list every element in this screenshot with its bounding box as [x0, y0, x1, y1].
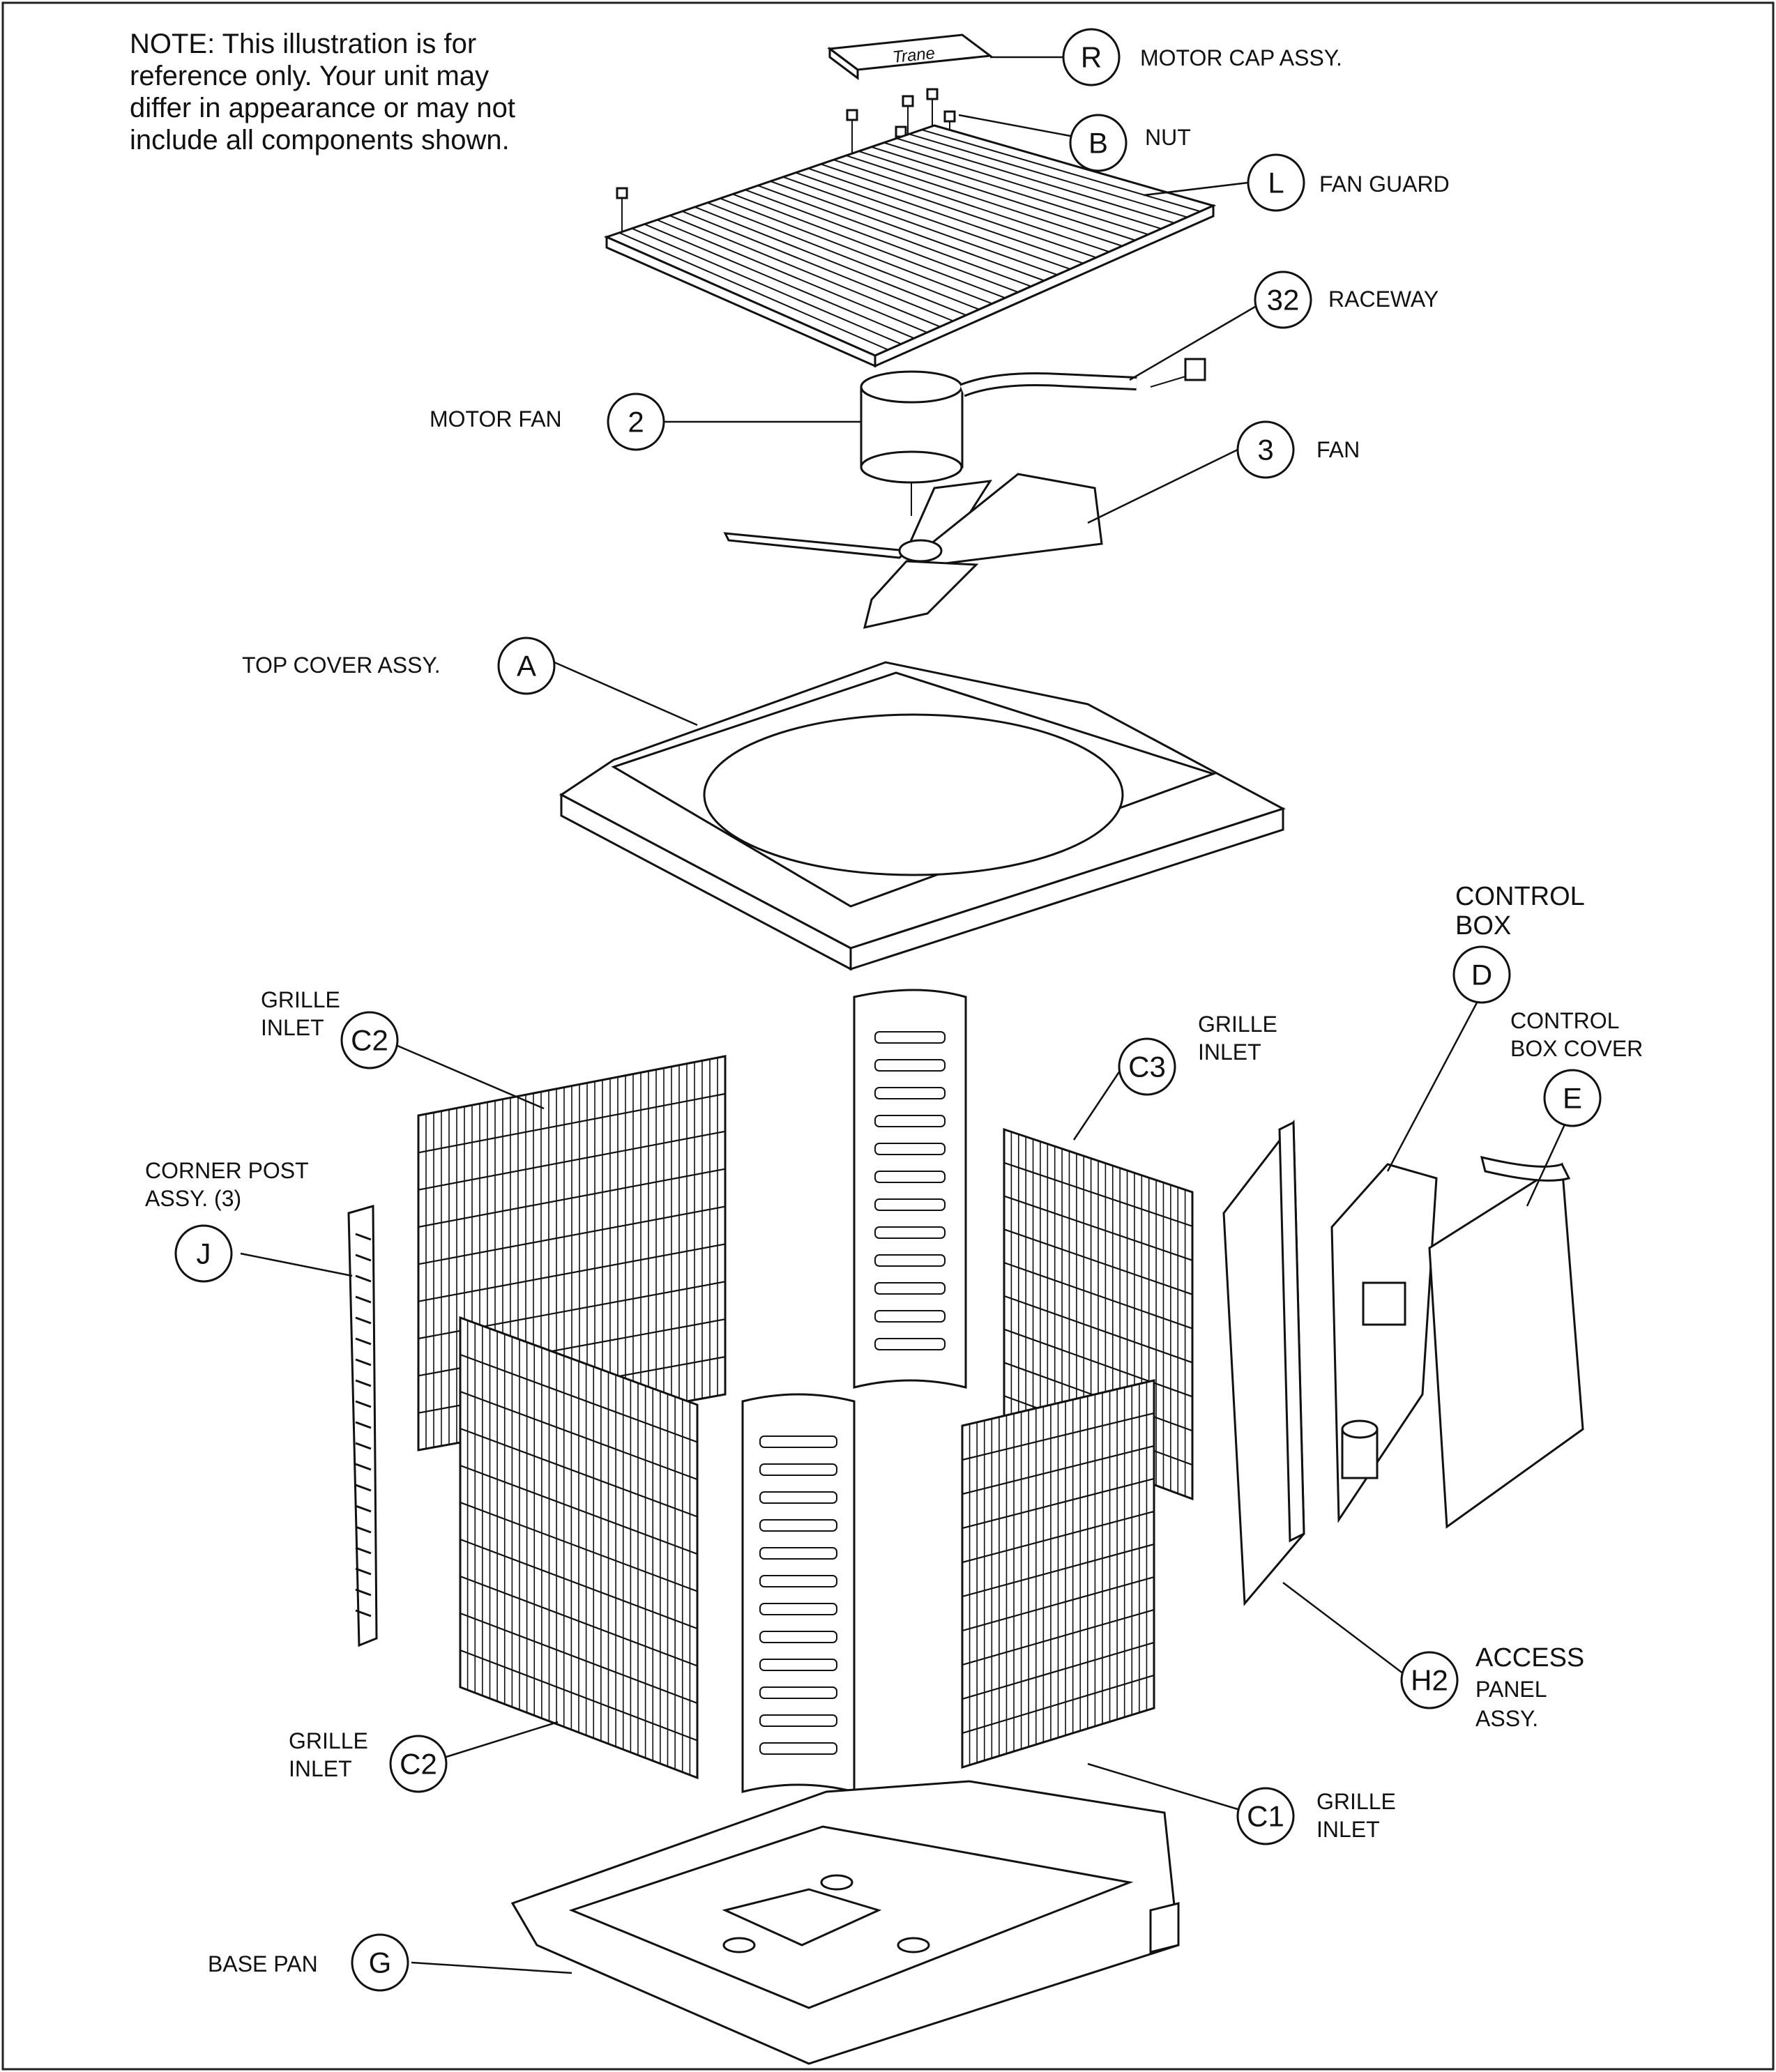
- callout-G-id: G: [369, 1947, 392, 1979]
- callout-H2-id: H2: [1411, 1664, 1448, 1697]
- callout-3-label: FAN: [1316, 437, 1360, 462]
- control-box-drawing: [1330, 1163, 1438, 1523]
- top-cover-drawing: [559, 661, 1286, 971]
- callout-32: 32 RACEWAY: [1254, 271, 1439, 329]
- callout-L-id: L: [1268, 167, 1284, 199]
- callout-B-id: B: [1088, 127, 1108, 160]
- fan-blade-drawing: [723, 473, 1103, 629]
- callout-B: B NUT: [1069, 114, 1191, 172]
- motor-cap-brand: Trane: [892, 44, 936, 67]
- callout-C2-lower-id: C2: [400, 1748, 437, 1781]
- access-panel-drawing: [1222, 1119, 1305, 1606]
- callout-B-label: NUT: [1145, 125, 1191, 150]
- callout-3: 3 FAN: [1236, 420, 1360, 479]
- callout-L-label: FAN GUARD: [1319, 172, 1450, 197]
- motor-cap-drawing: Trane: [827, 33, 993, 80]
- callout-3-id: 3: [1257, 434, 1273, 466]
- callout-2: 2 MOTOR FAN: [430, 393, 665, 451]
- grille-c2-lower-drawing: [459, 1316, 699, 1780]
- callout-A-id: A: [517, 650, 536, 683]
- callout-32-id: 32: [1267, 284, 1300, 317]
- callout-G-label: BASE PAN: [208, 1951, 318, 1976]
- callout-C2-upper-id: C2: [351, 1024, 388, 1057]
- grille-c1-drawing: [961, 1379, 1155, 1769]
- callout-2-label: MOTOR FAN: [430, 406, 562, 432]
- callout-E-id: E: [1563, 1082, 1582, 1115]
- callout-D-id: D: [1471, 959, 1492, 991]
- louver-panel-back-drawing: [853, 989, 967, 1389]
- callout-R-id: R: [1081, 41, 1102, 74]
- callout-C1-id: C1: [1247, 1800, 1284, 1833]
- control-box-cover-drawing: [1428, 1155, 1584, 1529]
- leader-lines: [240, 56, 1570, 1974]
- callout-G: G BASE PAN: [208, 1933, 409, 1992]
- callout-32-label: RACEWAY: [1328, 287, 1439, 312]
- callout-A: A TOP COVER ASSY.: [242, 637, 556, 695]
- base-pan-drawing: [510, 1780, 1180, 2065]
- illustration-note: NOTE: This illustration is for reference…: [130, 29, 515, 155]
- callout-A-label: TOP COVER ASSY.: [242, 653, 441, 678]
- callout-L: L FAN GUARD: [1247, 153, 1450, 212]
- motor-drawing: [860, 358, 1206, 516]
- louver-panel-front-drawing: [741, 1393, 856, 1793]
- corner-post-drawing: [347, 1205, 378, 1647]
- callout-2-id: 2: [628, 406, 644, 439]
- callout-R: R MOTOR CAP ASSY.: [1062, 28, 1342, 86]
- fan-guard-drawing: [603, 124, 1217, 368]
- callout-J-id: J: [197, 1237, 211, 1270]
- callout-C3-id: C3: [1128, 1051, 1166, 1083]
- callout-R-label: MOTOR CAP ASSY.: [1140, 45, 1342, 70]
